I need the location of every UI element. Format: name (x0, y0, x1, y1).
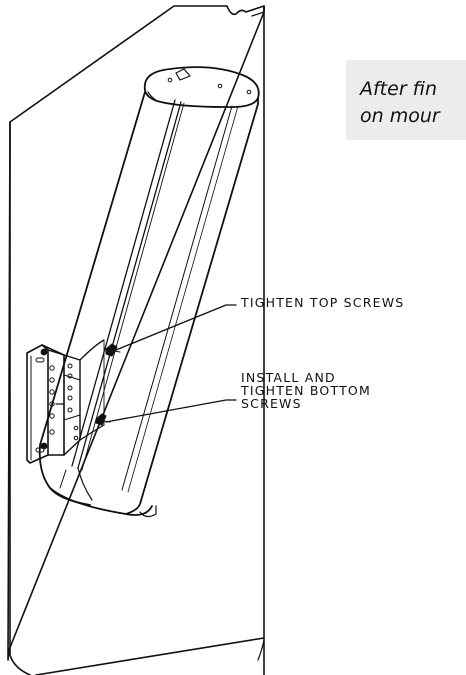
instruction-text: After fin on mour (360, 76, 440, 130)
label-tighten-top-screws: TIGHTEN TOP SCREWS (241, 296, 404, 309)
label-top-line: TIGHTEN TOP SCREWS (241, 295, 405, 310)
label-bottom-line-2: TIGHTEN BOTTOM (241, 383, 371, 398)
instruction-callout: After fin on mour (346, 60, 466, 140)
wall-bracket (26, 344, 81, 464)
instruction-line-1: After fin (360, 78, 437, 100)
speaker-column (38, 66, 260, 518)
bottom-screw (95, 413, 111, 426)
leader-line-top-screws (115, 304, 237, 351)
top-screw (105, 343, 121, 357)
leader-line-bottom-screws (105, 399, 237, 423)
label-install-bottom-screws: INSTALL AND TIGHTEN BOTTOM SCREWS (241, 371, 371, 410)
instruction-line-2: on mour (360, 105, 440, 127)
label-bottom-line-3: SCREWS (241, 396, 302, 411)
label-bottom-line-1: INSTALL AND (241, 370, 336, 385)
wall-panel (7, 5, 265, 675)
